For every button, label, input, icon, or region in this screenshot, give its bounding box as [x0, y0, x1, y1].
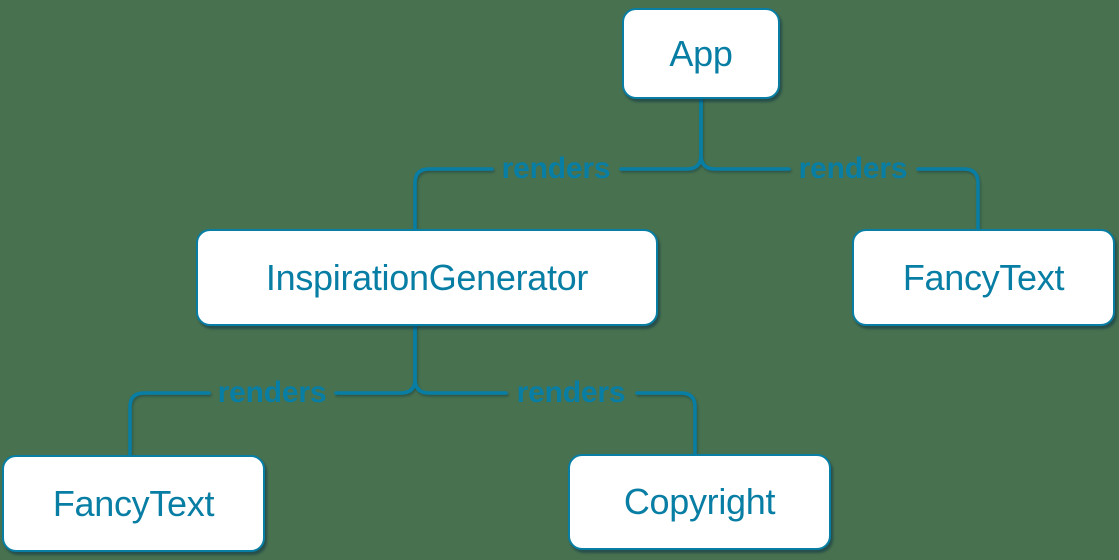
node-inspiration-generator: InspirationGenerator [196, 229, 658, 326]
edge-inspirationgenerator-to-copyright [413, 324, 697, 457]
node-copyright: Copyright [568, 454, 831, 550]
edge-app-to-fancytext [699, 97, 980, 232]
node-app: App [622, 8, 780, 99]
node-fancy-text-bottom: FancyText [2, 455, 265, 552]
edge-label-renders-inspirationgenerator-copyright: renders [516, 376, 626, 409]
node-fancy-text-top: FancyText [852, 229, 1115, 326]
edge-label-renders-app-fancytext: renders [798, 152, 908, 185]
edge-label-renders-inspirationgenerator-fancytext: renders [217, 376, 327, 409]
edge-label-renders-app-inspirationgenerator: renders [501, 152, 611, 185]
